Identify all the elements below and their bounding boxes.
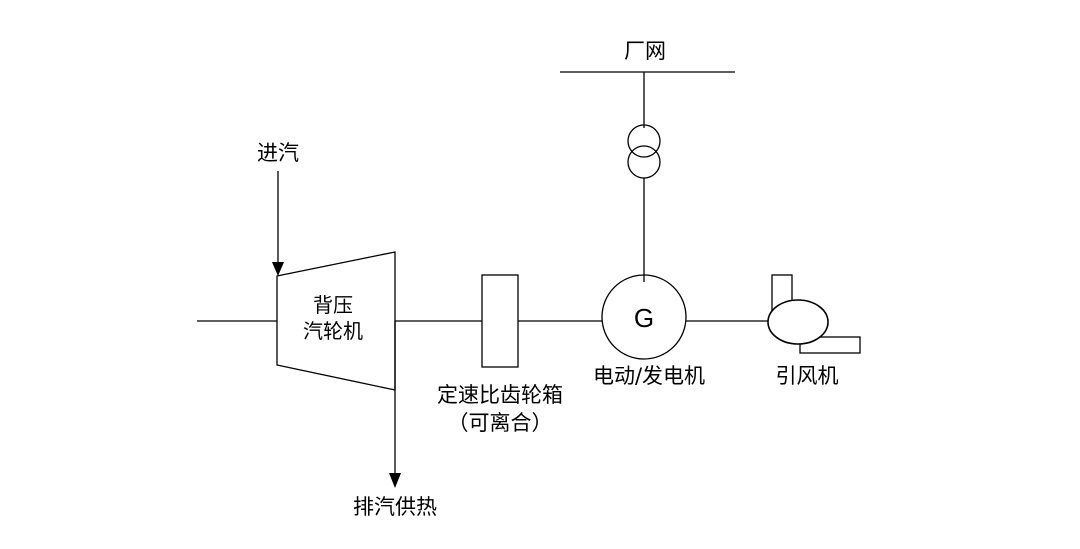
exhaust-label: 排汽供热: [353, 495, 437, 519]
transformer-lower-coil: [627, 145, 661, 179]
turbine-label-line1: 背压: [313, 293, 353, 317]
turbine-label-line2: 汽轮机: [303, 319, 363, 343]
gearbox: [481, 274, 519, 368]
fan-outlet-duct: [799, 336, 861, 354]
fan-label: 引风机: [776, 364, 839, 388]
generator-symbol: G: [634, 303, 654, 333]
gearbox-label-line2: （可离合）: [448, 411, 553, 435]
fan-casing: [767, 299, 829, 345]
steam-in-label: 进汽: [257, 141, 299, 165]
grid-label: 厂网: [624, 39, 666, 63]
motor-generator-label: 电动/发电机: [593, 364, 705, 388]
transformer-upper-coil: [627, 124, 661, 158]
steam-in-arrowhead: [272, 262, 284, 276]
gearbox-label-line1: 定速比齿轮箱: [437, 383, 563, 407]
motor-generator: [601, 274, 687, 360]
exhaust-arrowhead: [389, 473, 401, 488]
